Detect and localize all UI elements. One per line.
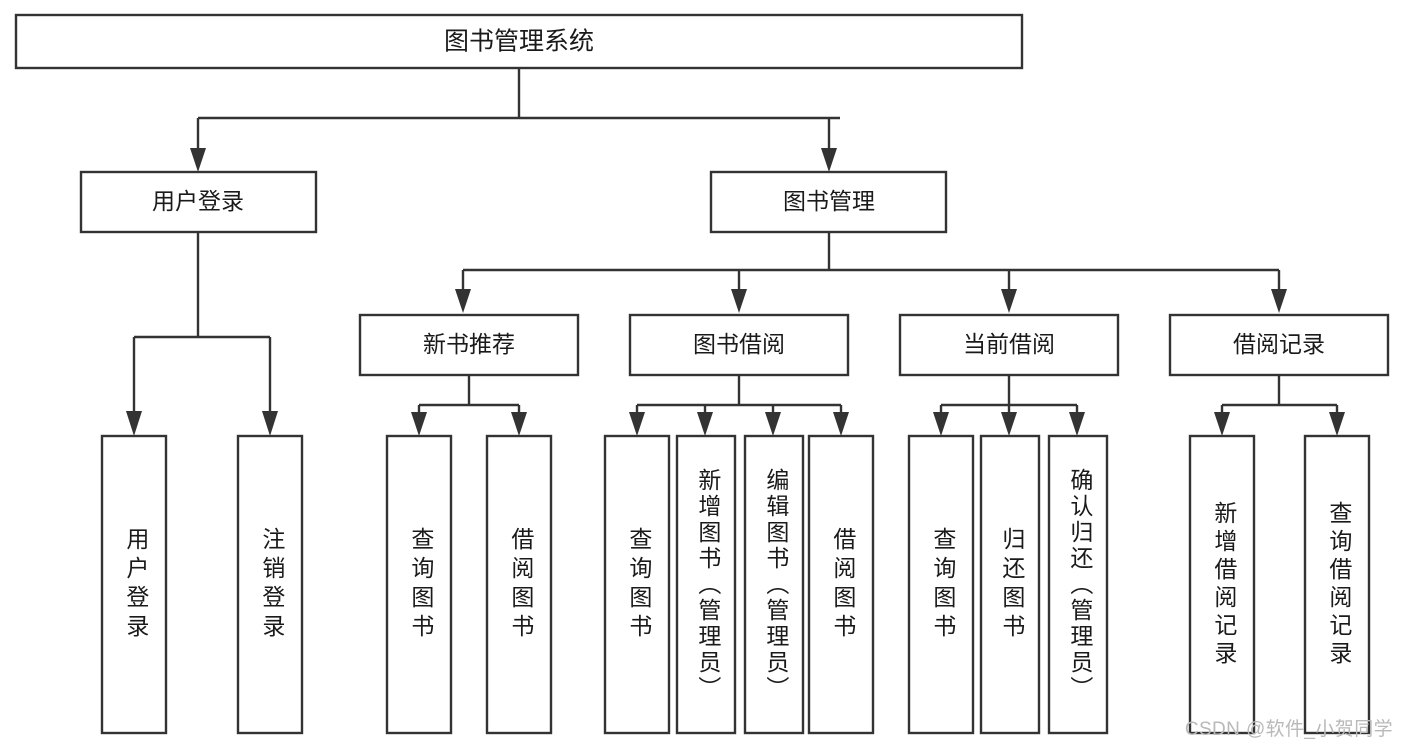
leaf-label-add-book-admin: 新增图书（管理员） [695, 468, 722, 702]
node-root-box[interactable] [14, 13, 1024, 70]
leaf-node[interactable]: 确认归还（管理员） [1047, 434, 1109, 735]
connectors-book-borrow-branch [629, 375, 849, 436]
node-book-management-label: 图书管理 [783, 188, 875, 214]
node-user-login-box[interactable] [79, 170, 318, 234]
leaf-box-edit-book-admin[interactable] [743, 434, 805, 735]
leaf-box-return-book[interactable] [979, 434, 1041, 735]
leaf-box-logout[interactable] [236, 434, 304, 735]
leaf-box-user-login[interactable] [100, 434, 168, 735]
leaf-node[interactable]: 用户登录 [100, 434, 168, 735]
node-user-login-label: 用户登录 [152, 188, 244, 214]
arrow-head-userlogin-1 [126, 411, 142, 436]
leaf-label-edit-book-admin: 编辑图书（管理员） [763, 468, 790, 702]
node-current-borrow-box[interactable] [898, 313, 1120, 377]
arrow-head-newbook-1 [411, 412, 427, 436]
arrow-head-borrow-1 [629, 412, 645, 436]
arrow-head-current-2 [1001, 412, 1017, 436]
leaf-box-add-book-admin[interactable] [675, 434, 737, 735]
connectors-root-to-level2 [190, 68, 840, 172]
leaf-label-confirm-return-admin: 确认归还（管理员） [1067, 468, 1094, 702]
node-book-management[interactable]: 图书管理 [709, 170, 948, 234]
arrow-head-borrow-4 [833, 412, 849, 436]
node-borrow-record-box[interactable] [1168, 313, 1390, 377]
leaf-node[interactable]: 借阅图书 [807, 434, 875, 735]
leaf-box-borrow-book-1[interactable] [485, 434, 553, 735]
node-current-borrow-label: 当前借阅 [963, 331, 1055, 357]
leaf-box-query-book-3[interactable] [907, 434, 975, 735]
leaf-label-borrow-book-1: 借阅图书 [508, 527, 535, 643]
arrow-head-record-1 [1214, 412, 1230, 436]
leaf-label-query-book-2: 查询图书 [626, 527, 653, 643]
leaf-node[interactable]: 新增图书（管理员） [675, 434, 737, 735]
leaf-box-confirm-return-admin[interactable] [1047, 434, 1109, 735]
arrow-head-bookmgmt-4 [1271, 289, 1287, 313]
connectors-borrow-record-branch [1214, 375, 1345, 436]
connectors-current-borrow-branch [933, 375, 1085, 436]
leaf-node[interactable]: 注销登录 [236, 434, 304, 735]
arrow-head-bookmgmt-2 [731, 289, 747, 313]
leaf-label-user-login: 用户登录 [123, 527, 150, 643]
node-root[interactable]: 图书管理系统 [14, 13, 1024, 70]
leaf-node[interactable]: 查询图书 [385, 434, 453, 735]
arrow-head-current-1 [933, 412, 949, 436]
leaf-node[interactable]: 归还图书 [979, 434, 1041, 735]
leaf-label-add-borrow-record: 新增借阅记录 [1211, 501, 1238, 669]
leaf-node[interactable]: 借阅图书 [485, 434, 553, 735]
leaf-box-query-book-1[interactable] [385, 434, 453, 735]
leaf-label-query-book-1: 查询图书 [408, 527, 435, 643]
node-book-borrow[interactable]: 图书借阅 [628, 313, 850, 377]
leaf-box-borrow-book-2[interactable] [807, 434, 875, 735]
leaf-box-query-borrow-record[interactable] [1303, 434, 1371, 735]
node-book-borrow-box[interactable] [628, 313, 850, 377]
node-book-management-box[interactable] [709, 170, 948, 234]
arrow-head-record-2 [1329, 412, 1345, 436]
arrow-head-borrow-2 [697, 412, 713, 436]
node-current-borrow[interactable]: 当前借阅 [898, 313, 1120, 377]
leaf-node[interactable]: 查询图书 [907, 434, 975, 735]
arrow-head-current-3 [1069, 412, 1085, 436]
leaf-label-borrow-book-2: 借阅图书 [830, 527, 857, 643]
node-new-book-recommend[interactable]: 新书推荐 [358, 313, 580, 377]
leaf-node[interactable]: 新增借阅记录 [1188, 434, 1256, 735]
leaf-node[interactable]: 查询借阅记录 [1303, 434, 1371, 735]
node-root-label: 图书管理系统 [444, 28, 594, 56]
connectors-book-management-branch [455, 232, 1287, 313]
leaf-label-return-book: 归还图书 [999, 527, 1026, 643]
node-user-login[interactable]: 用户登录 [79, 170, 318, 234]
leaf-label-logout: 注销登录 [259, 527, 286, 643]
leaf-node[interactable]: 编辑图书（管理员） [743, 434, 805, 735]
arrow-head-userlogin-2 [262, 411, 278, 436]
connectors-new-book-branch [411, 375, 527, 436]
leaf-label-query-book-3: 查询图书 [930, 527, 957, 643]
node-book-borrow-label: 图书借阅 [693, 331, 785, 357]
leaf-label-query-borrow-record: 查询借阅记录 [1326, 501, 1353, 669]
node-new-book-recommend-label: 新书推荐 [423, 331, 515, 357]
leaf-box-query-book-2[interactable] [603, 434, 671, 735]
arrow-head-root-2 [821, 148, 837, 172]
leaf-box-add-borrow-record[interactable] [1188, 434, 1256, 735]
connectors-user-login-branch [126, 232, 278, 436]
arrow-head-bookmgmt-3 [1001, 289, 1017, 313]
arrow-head-root-1 [190, 148, 206, 172]
node-new-book-recommend-box[interactable] [358, 313, 580, 377]
arrow-head-borrow-3 [765, 412, 781, 436]
arrow-head-bookmgmt-1 [455, 289, 471, 313]
node-borrow-record[interactable]: 借阅记录 [1168, 313, 1390, 377]
leaf-node[interactable]: 查询图书 [603, 434, 671, 735]
node-borrow-record-label: 借阅记录 [1233, 331, 1325, 357]
arrow-head-newbook-2 [511, 412, 527, 436]
